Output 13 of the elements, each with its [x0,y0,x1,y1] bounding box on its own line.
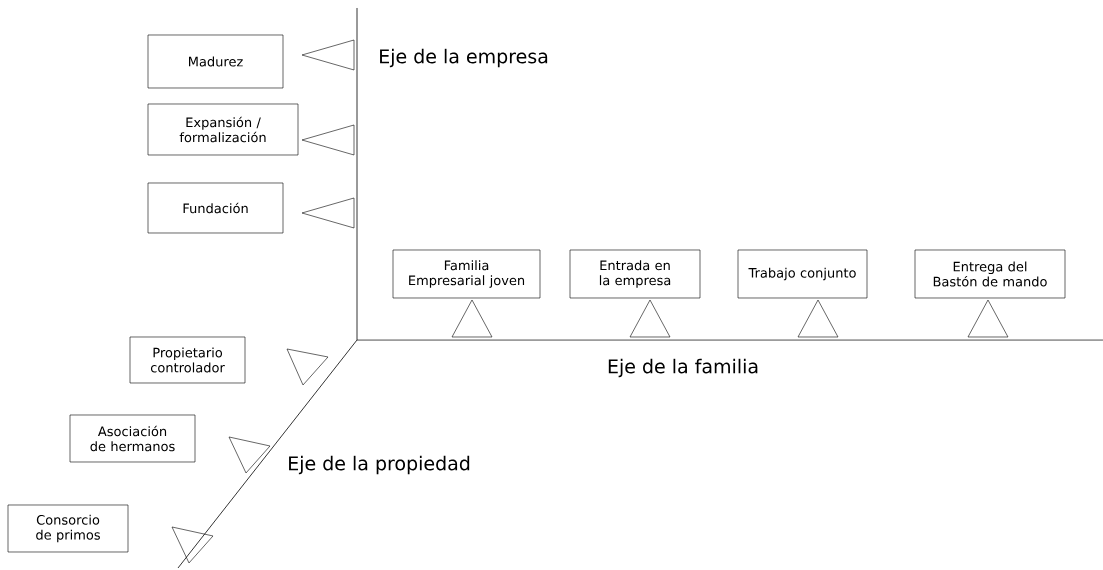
stage-box: Expansión / formalización [147,103,299,156]
stage-box: Consorcio de primos [7,504,129,553]
stage-box: Asociación de hermanos [69,414,196,463]
stage-box: Trabajo conjunto [737,249,868,299]
stage-box: Familia Empresarial joven [392,249,541,299]
axis-title: Eje de la familia [608,358,758,378]
stage-box: Madurez [147,34,284,89]
axis-title: Eje de la empresa [380,48,548,68]
stage-box: Fundación [147,182,284,234]
stage-box: Entrega del Bastón de mando [914,249,1066,299]
stage-box: Propietario controlador [129,336,246,384]
stage-box: Entrada en la empresa [569,249,701,299]
axis-title: Eje de la propiedad [289,455,470,475]
